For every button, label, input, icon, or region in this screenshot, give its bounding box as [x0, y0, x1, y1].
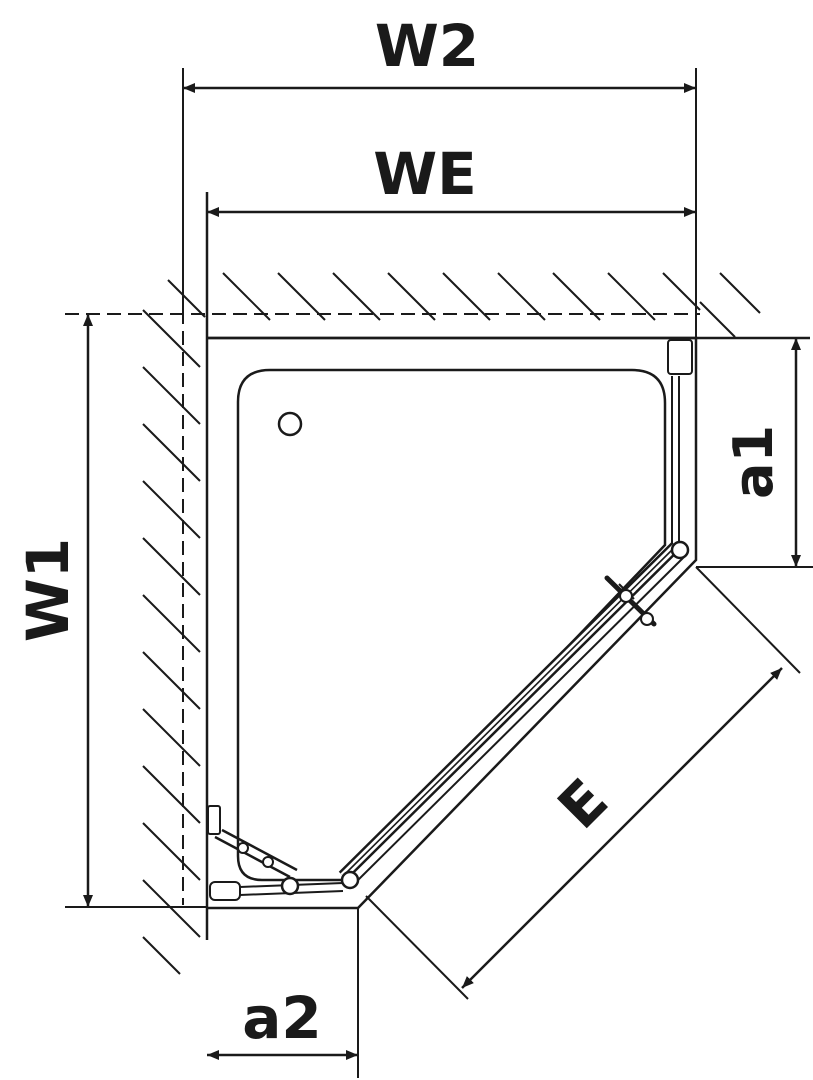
w1-label: W1: [14, 538, 82, 642]
glass-door-panels: [207, 339, 693, 901]
a2-label: a2: [242, 984, 322, 1052]
bottom-wall-profile: [209, 881, 241, 901]
drain-icon: [277, 411, 303, 437]
tray-inner-outline: [236, 368, 667, 882]
top-wall-hatching: [222, 272, 761, 338]
top-wall-profile: [667, 339, 693, 375]
we-label: WE: [373, 140, 477, 208]
e-label: E: [545, 766, 621, 842]
shower-tray: [207, 336, 698, 910]
w2-label: W2: [375, 12, 479, 80]
e-dimension-line: [461, 667, 783, 989]
a1-label: a1: [722, 425, 785, 499]
dimension-lines: [83, 83, 813, 1078]
left-wall-hatching: [142, 279, 206, 975]
left-wall-profile: [207, 805, 221, 835]
